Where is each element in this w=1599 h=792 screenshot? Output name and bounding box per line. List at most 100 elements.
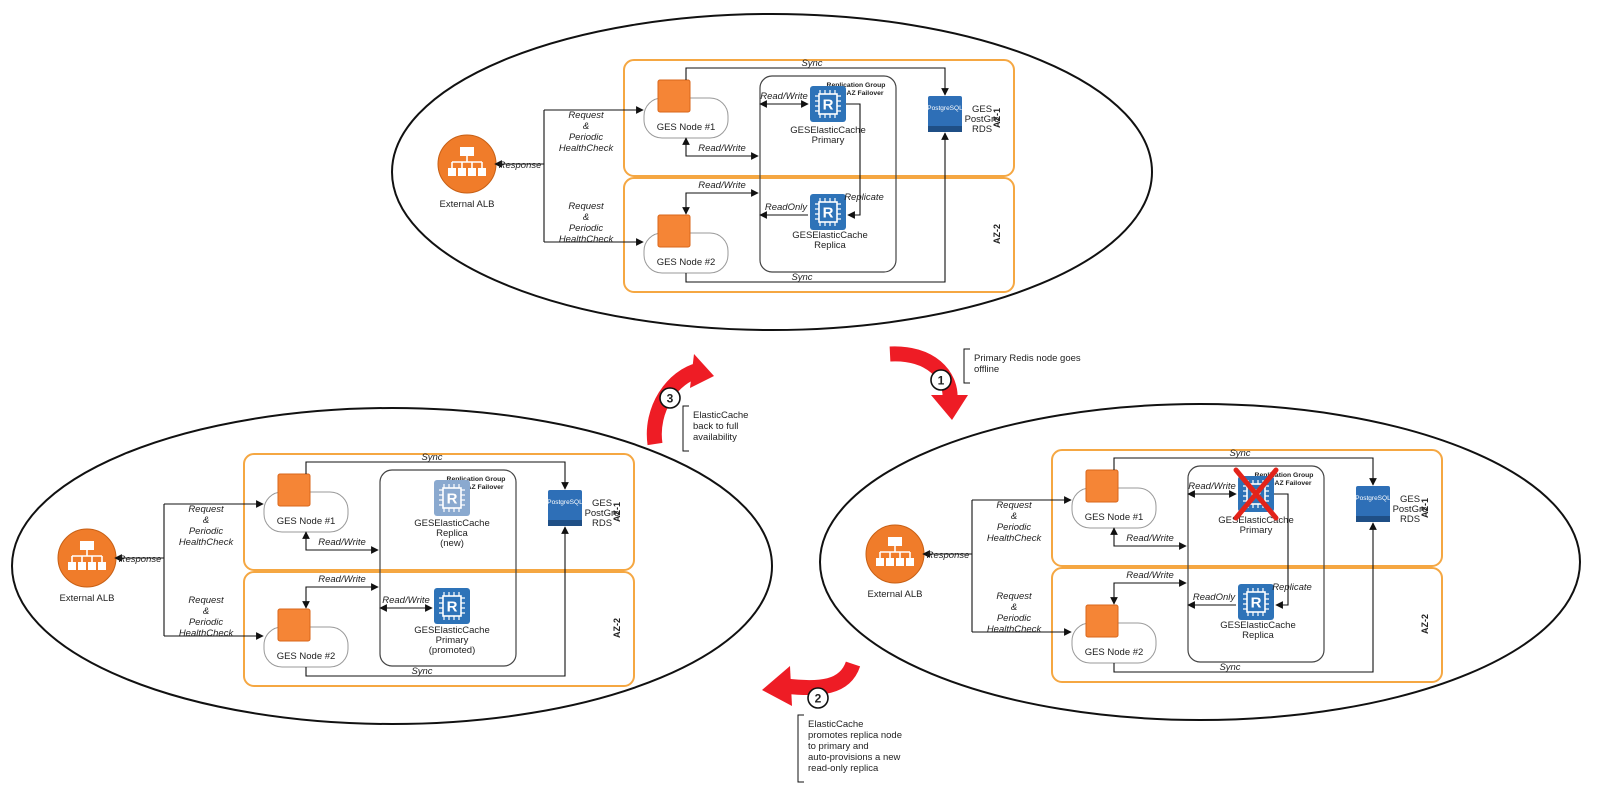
cache-chip-pins	[815, 198, 841, 226]
elasticache-icon: R	[434, 588, 470, 624]
ges-node-label: GES Node #2	[1085, 647, 1144, 658]
request-healthcheck-label-az2: HealthCheck	[559, 234, 615, 245]
cache-chip-outline	[1246, 483, 1266, 505]
replication-group-title: Multi-AZ Failover	[1256, 480, 1311, 487]
scenario-ellipse	[11, 407, 773, 725]
rds-label: PostGre	[1393, 504, 1428, 515]
cache-promoted-primary-label: (promoted)	[429, 645, 475, 656]
postgresql-icon: PostgreSQL	[1355, 486, 1391, 522]
step-note-text: offline	[974, 364, 999, 375]
alb-leaf-box	[458, 168, 466, 176]
step-number: 2	[815, 692, 822, 706]
request-healthcheck-label-az1: Periodic	[189, 526, 224, 537]
alb-tree-lines	[451, 156, 483, 168]
step-badge-circle	[807, 687, 829, 709]
ges-node-label: GES Node #1	[277, 516, 336, 527]
ges-node: GES Node #2	[263, 608, 349, 668]
cache-icon-letter: R	[447, 599, 458, 616]
cache-icon-letter: R	[1251, 595, 1262, 612]
read-only-label: ReadOnly	[765, 202, 808, 213]
cache-new-replica-label: (new)	[440, 538, 464, 549]
cache-chip-pins	[439, 592, 465, 620]
rds-label: RDS	[592, 518, 612, 529]
cache-chip-pins	[439, 484, 465, 512]
sync-line-node2	[685, 132, 949, 283]
rw-node1-down	[1110, 527, 1187, 550]
step-number-badge: 3	[659, 387, 681, 409]
request-healthcheck-label-az2: Request	[188, 595, 224, 606]
read-write-label-node1: Read/Write	[1126, 533, 1174, 544]
alb-leaf-box	[468, 168, 476, 176]
replication-group-box	[1187, 465, 1325, 663]
request-healthcheck-label-az1: Request	[188, 504, 224, 515]
cache-chip-outline	[818, 93, 838, 115]
rds-icon-body	[548, 490, 582, 526]
rw-node1-down	[302, 531, 379, 554]
ges-node-icon	[277, 608, 311, 642]
alb-label: External ALB	[60, 593, 115, 604]
elasticache-icon: R	[810, 194, 846, 230]
alb-circle	[865, 524, 925, 584]
rds-icon-base	[548, 520, 582, 526]
cache-chip-pins	[439, 484, 465, 512]
step-badge-circle	[930, 369, 952, 391]
cache-chip-pins	[439, 592, 465, 620]
step-note-text: Primary Redis node goes	[974, 353, 1081, 364]
rds-icon-text: PostgreSQL	[927, 105, 963, 112]
cache-replica-label: Replica	[814, 240, 846, 251]
replicate-label: Replicate	[1272, 582, 1312, 593]
rds-icon-body	[928, 96, 962, 132]
alb-leaf-box	[876, 558, 884, 566]
elasticache-icon: R	[434, 480, 470, 516]
ges-node: GES Node #2	[643, 214, 729, 274]
step1-arrow	[889, 346, 968, 420]
request-healthcheck-label-az2: Request	[996, 591, 1032, 602]
az1-label: AZ-1	[612, 502, 622, 522]
alb-leaf-box	[896, 558, 904, 566]
request-healthcheck-label-az2: Periodic	[189, 617, 224, 628]
cache-icon-letter: R	[447, 491, 458, 508]
step-note-text: availability	[693, 432, 737, 443]
ges-node-label: GES Node #1	[1085, 512, 1144, 523]
ges-node: GES Node #2	[1071, 604, 1157, 664]
request-healthcheck-label-az2: Periodic	[997, 613, 1032, 624]
cache-promoted-primary-label: Primary	[436, 635, 469, 646]
response-label: Response	[927, 550, 970, 561]
replication-group-title: Replication Group	[1255, 472, 1314, 479]
step-number: 3	[667, 392, 674, 406]
scenario-ellipse	[391, 13, 1153, 331]
alb-leaf-box	[478, 168, 486, 176]
response-label: Response	[499, 160, 542, 171]
az2-label: AZ-2	[992, 224, 1002, 244]
rw-node1-down	[682, 137, 759, 160]
cache-chip-pins	[439, 484, 465, 512]
cache-chip-pins	[815, 90, 841, 118]
replication-group-box	[759, 75, 897, 273]
az1-region	[243, 453, 635, 571]
cache-chip-pins	[815, 90, 841, 118]
cache-chip-outline	[442, 595, 462, 617]
request-healthcheck-label-az2: &	[583, 212, 589, 223]
az2-label: AZ-2	[1420, 614, 1430, 634]
ges-node: GES Node #1	[263, 473, 349, 533]
cache-chip-pins	[815, 90, 841, 118]
alb-leaf-box	[98, 562, 106, 570]
request-healthcheck-label-az2: HealthCheck	[179, 628, 235, 639]
cache-icon-letter: R	[823, 205, 834, 222]
cache-chip-pins	[1243, 480, 1269, 508]
az2-region	[623, 177, 1015, 293]
read-write-label-primary: Read/Write	[760, 91, 808, 102]
az1-label: AZ-1	[992, 108, 1002, 128]
step-arrow-head	[931, 395, 968, 420]
cache-replica-label: GESElasticCache	[1220, 620, 1296, 631]
az2-region	[243, 571, 635, 687]
request-healthcheck-label-az2: HealthCheck	[987, 624, 1043, 635]
az1-region	[623, 59, 1015, 177]
rds-label: GES	[1400, 494, 1420, 505]
cache-new-replica-label: Replica	[436, 528, 468, 539]
step-note-text: back to full	[693, 421, 738, 432]
